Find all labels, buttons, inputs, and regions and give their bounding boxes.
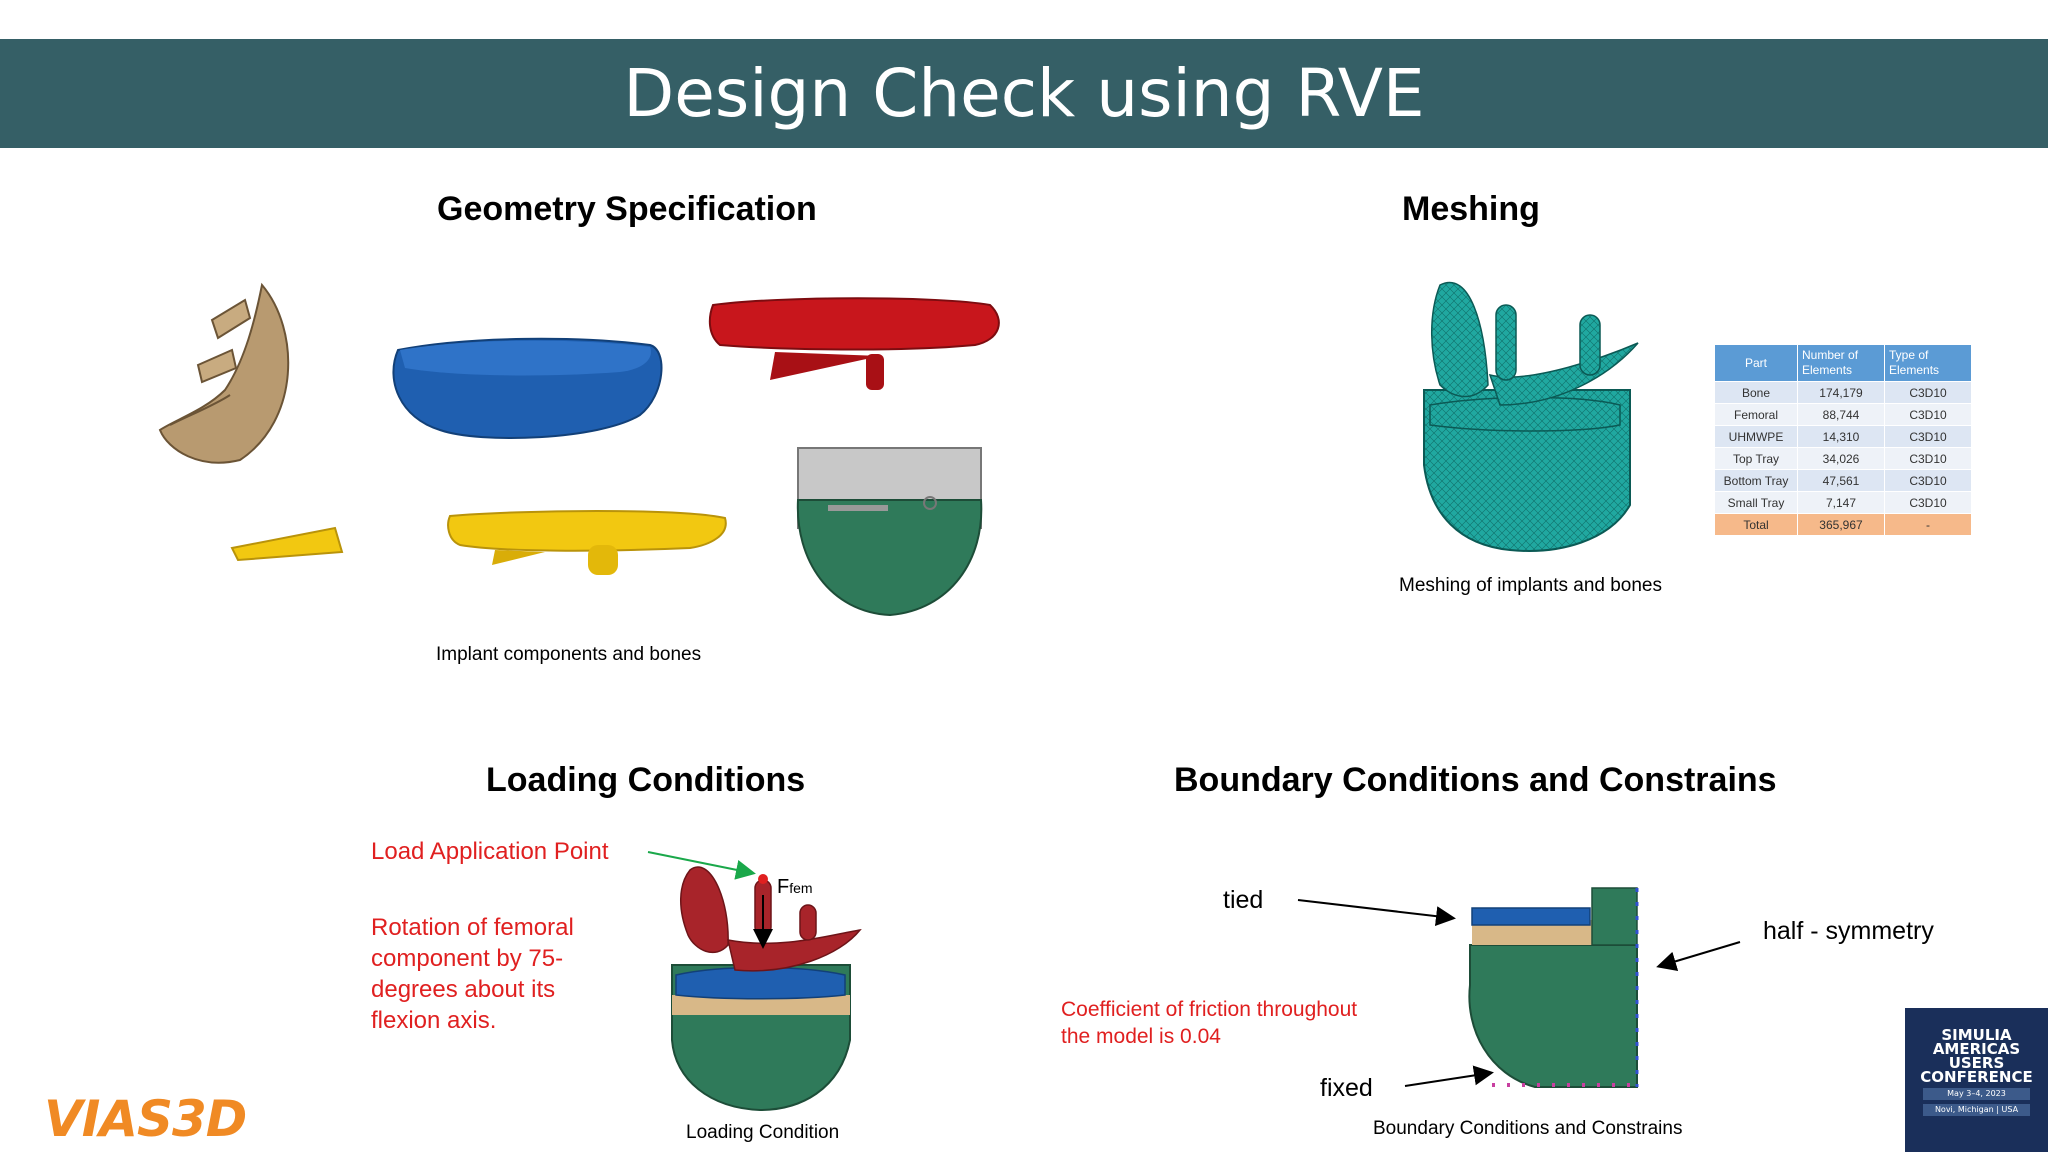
force-subscript: fem [789, 880, 813, 896]
table-total-row: Total 365,967 - [1714, 513, 1972, 536]
table-cell: Femoral [1714, 403, 1798, 426]
table-header: Number of Elements [1797, 344, 1885, 382]
table-cell: C3D10 [1884, 425, 1972, 448]
loading-caption: Loading Condition [686, 1122, 840, 1143]
table-cell: C3D10 [1884, 403, 1972, 426]
half-symmetry-label: half - symmetry [1763, 917, 1934, 945]
badge-place: Novi, Michigan | USA [1923, 1104, 2030, 1116]
boundary-heading: Boundary Conditions and Constrains [1174, 761, 1777, 799]
table-header: Part [1714, 344, 1798, 382]
load-point-label: Load Application Point [371, 838, 609, 865]
element-table-wrapper: Part Number of Elements Type of Elements… [1714, 344, 1972, 536]
boundary-bone [1468, 944, 1638, 1088]
table-cell: C3D10 [1884, 469, 1972, 492]
table-cell: 365,967 [1797, 513, 1885, 536]
bone-block-image [796, 447, 983, 617]
element-table: Part Number of Elements Type of Elements… [1714, 344, 1972, 536]
tied-label: tied [1223, 886, 1264, 914]
table-header: Type of Elements [1884, 344, 1972, 382]
small-tray-image [230, 526, 344, 562]
table-cell: 47,561 [1797, 469, 1885, 492]
table-row: Top Tray 34,026 C3D10 [1714, 447, 1972, 470]
slide-title: Design Check using RVE [623, 55, 1425, 132]
force-symbol: F [777, 876, 790, 898]
badge-line: AMERICAS [1932, 1040, 2021, 1058]
force-label: Ffem [777, 876, 813, 899]
geometry-heading: Geometry Specification [437, 190, 817, 228]
loading-heading: Loading Conditions [486, 761, 806, 799]
table-cell: 34,026 [1797, 447, 1885, 470]
meshing-heading: Meshing [1402, 190, 1540, 228]
table-row: UHMWPE 14,310 C3D10 [1714, 425, 1972, 448]
conference-badge: SIMULIA AMERICAS USERS CONFERENCE May 3–… [1905, 1008, 2048, 1152]
top-tray-image [708, 297, 1000, 390]
vias3d-logo: VIAS3D [44, 1090, 247, 1148]
badge-line: USERS [1948, 1054, 2005, 1072]
femoral-component-image [158, 282, 290, 464]
badge-line: SIMULIA [1941, 1026, 2012, 1044]
badge-date: May 3–4, 2023 [1923, 1088, 2030, 1100]
table-cell: C3D10 [1884, 447, 1972, 470]
badge-line: CONFERENCE [1920, 1068, 2033, 1086]
loading-femoral [680, 866, 729, 954]
fixed-arrow [1404, 1065, 1494, 1087]
table-header-row: Part Number of Elements Type of Elements [1714, 344, 1972, 382]
table-cell: Total [1714, 513, 1798, 536]
table-cell: Bottom Tray [1714, 469, 1798, 492]
uhmwpe-insert-image [392, 337, 663, 439]
table-cell: 174,179 [1797, 381, 1885, 404]
meshing-caption: Meshing of implants and bones [1399, 575, 1662, 596]
table-cell: C3D10 [1884, 491, 1972, 514]
tied-arrow [1297, 899, 1456, 927]
mesh-illustration [1423, 282, 1639, 552]
load-point-marker [758, 874, 768, 884]
table-row: Bone 174,179 C3D10 [1714, 381, 1972, 404]
table-row: Bottom Tray 47,561 C3D10 [1714, 469, 1972, 492]
table-row: Femoral 88,744 C3D10 [1714, 403, 1972, 426]
rotation-note: Rotation of femoral component by 75-degr… [371, 914, 574, 1034]
bottom-tray-image [447, 510, 727, 575]
boundary-caption: Boundary Conditions and Constrains [1373, 1118, 1683, 1139]
friction-note: Coefficient of friction throughout the m… [1061, 998, 1358, 1048]
table-cell: 88,744 [1797, 403, 1885, 426]
geometry-caption: Implant components and bones [436, 644, 702, 665]
table-cell: - [1884, 513, 1972, 536]
load-arrow [647, 851, 756, 880]
title-bar: Design Check using RVE [0, 39, 2048, 148]
half-symmetry-arrow [1656, 941, 1741, 971]
fixed-label: fixed [1320, 1074, 1373, 1102]
